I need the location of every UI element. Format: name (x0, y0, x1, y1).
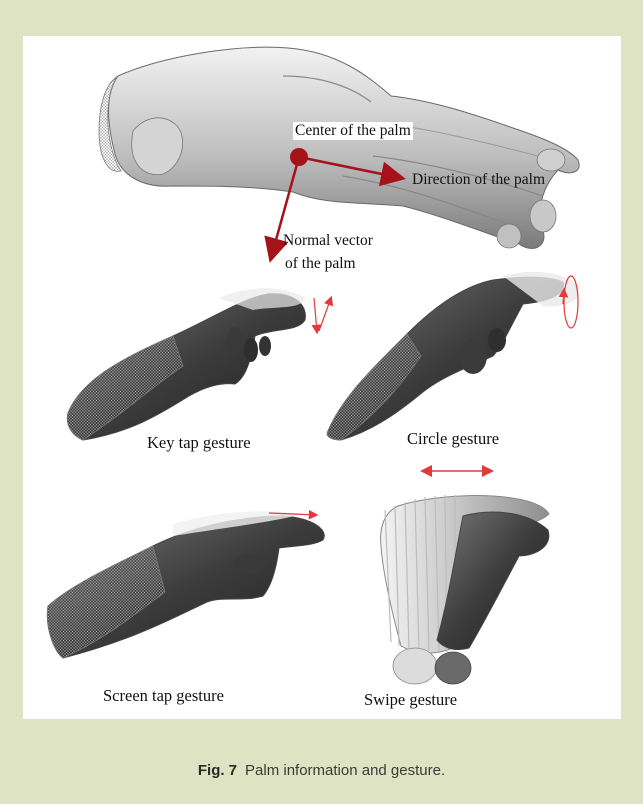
label-screen-tap-gesture: Screen tap gesture (103, 687, 224, 706)
label-center-of-palm: Center of the palm (293, 122, 413, 140)
figure-panel: Center of the palm Direction of the palm… (23, 36, 621, 719)
label-circle-gesture: Circle gesture (407, 430, 499, 449)
key-tap-hand (67, 288, 331, 440)
swipe-hand (381, 471, 549, 684)
figure-caption: Fig. 7 Palm information and gesture. (0, 762, 643, 779)
label-key-tap-gesture: Key tap gesture (147, 434, 251, 453)
label-direction-of-palm: Direction of the palm (412, 171, 545, 189)
caption-text: Palm information and gesture. (245, 762, 445, 779)
label-normal-vector-line2: of the palm (285, 255, 356, 273)
circle-hand (327, 272, 579, 440)
screen-tap-hand (47, 511, 324, 658)
caption-label: Fig. 7 (198, 762, 237, 779)
top-hand (99, 47, 579, 248)
label-swipe-gesture: Swipe gesture (364, 691, 457, 710)
label-normal-vector-line1: Normal vector (283, 232, 373, 250)
palm-center-dot (290, 148, 308, 166)
